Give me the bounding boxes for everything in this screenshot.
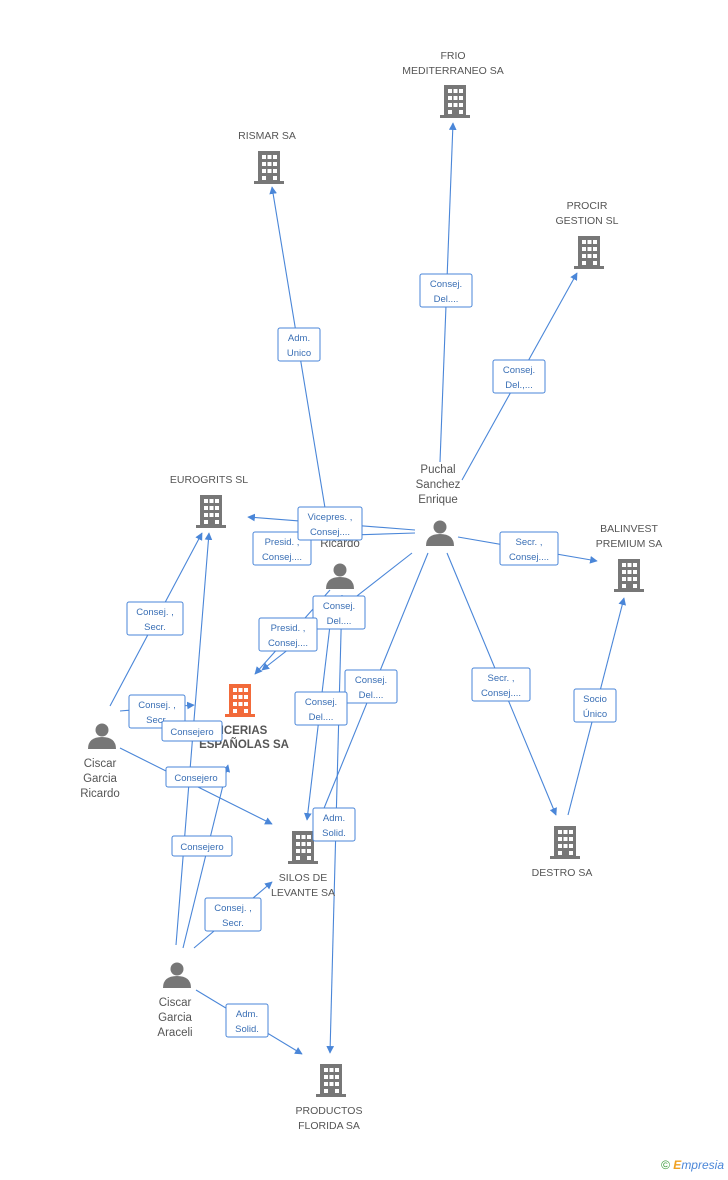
edge-label-line2: Unico	[287, 348, 311, 359]
company-destro[interactable]: DESTRO SA	[532, 826, 593, 879]
company-label-line2: LEVANTE SA	[271, 887, 335, 899]
company-label: DESTRO SA	[532, 867, 593, 879]
edge-label-line1: Consej. ,	[138, 700, 176, 711]
brand-logo: Empresia	[673, 1158, 724, 1172]
person-label: Ricardo	[320, 538, 360, 550]
edge-label-line2: Consej....	[310, 527, 350, 538]
edge-label-line1: Adm.	[323, 813, 345, 824]
company-label: EUROGRITS SL	[170, 474, 248, 486]
edge-label-line2: Del.,...	[505, 380, 532, 391]
edge-label[interactable]: Vicepres. , Consej....	[297, 506, 363, 541]
person-puchal[interactable]: Puchal Sanchez Enrique	[416, 464, 461, 546]
edge-label-line2: Consej....	[262, 552, 302, 563]
person-ciscar-ricardo[interactable]: Ciscar Garcia Ricardo	[80, 723, 120, 801]
edge-label-line1: Consej. ,	[214, 903, 252, 914]
edge-label-line1: Adm.	[236, 1009, 258, 1020]
company-label-line2: ESPAÑOLAS SA	[199, 738, 289, 751]
edge-label-line1: Secr. ,	[516, 537, 543, 548]
company-label-line1: ICERIAS	[221, 725, 268, 737]
company-procir[interactable]: PROCIR GESTION SL	[555, 200, 619, 269]
company-productos[interactable]: PRODUCTOS FLORIDA SA	[296, 1064, 363, 1132]
edge-label[interactable]: Consej. Del....	[419, 273, 473, 308]
edge-label[interactable]: Consej. Del.,...	[492, 359, 546, 394]
company-label-line2: PREMIUM SA	[596, 538, 663, 550]
footer-brand: © Empresia	[661, 1158, 724, 1172]
edge-label[interactable]: Adm. Solid.	[312, 807, 356, 842]
edge-label[interactable]: Socio Único	[573, 688, 617, 723]
edge-label-line2: Del....	[434, 294, 459, 305]
edge-label[interactable]: Consejero	[165, 766, 227, 788]
edge-label[interactable]: Consej. Del....	[312, 595, 366, 630]
person-ciscar-araceli[interactable]: Ciscar Garcia Araceli	[157, 962, 193, 1040]
person-label-line3: Ricardo	[80, 788, 120, 800]
edge-label-line1: Consej.	[503, 365, 535, 376]
edge-label-line1: Socio	[583, 694, 607, 705]
person-label-line3: Araceli	[157, 1027, 192, 1039]
company-balinvest[interactable]: BALINVEST PREMIUM SA	[596, 523, 663, 592]
edge-label-line2: Consej....	[509, 552, 549, 563]
edge-label-line2: Único	[583, 709, 607, 720]
company-label-line1: PROCIR	[567, 200, 608, 212]
company-label-line1: BALINVEST	[600, 523, 658, 535]
edge-label[interactable]: Secr. , Consej....	[471, 667, 531, 702]
edge-label-line1: Vicepres. ,	[308, 512, 353, 523]
person-label-line2: Garcia	[83, 773, 117, 785]
copyright-icon: ©	[661, 1158, 670, 1172]
company-label-line1: SILOS DE	[279, 872, 327, 884]
company-frio[interactable]: FRIO MEDITERRANEO SA	[402, 50, 504, 118]
company-eurogrits[interactable]: EUROGRITS SL	[170, 474, 248, 528]
edge-label-line1: Adm.	[288, 333, 310, 344]
edge-label-line1: Consej.	[355, 675, 387, 686]
edge-label[interactable]: Adm. Unico	[277, 327, 321, 362]
edge-label-line2: Del....	[359, 690, 384, 701]
person-label-line2: Garcia	[158, 1012, 192, 1024]
edge-label-line1: Consej.	[305, 697, 337, 708]
company-rismar[interactable]: RISMAR SA	[238, 130, 296, 184]
edge-label-text: Consejero	[180, 842, 223, 853]
edge-label-line2: Consej....	[481, 688, 521, 699]
company-label-line2: GESTION SL	[555, 215, 618, 227]
person-ricardo2[interactable]: Ricardo	[320, 538, 360, 589]
edge-label-line1: Secr. ,	[488, 673, 515, 684]
edge-label-line2: Consej....	[268, 638, 308, 649]
edge-label[interactable]: Consejero	[171, 835, 233, 857]
edge-label[interactable]: Consej. , Secr.	[204, 897, 262, 932]
company-silos[interactable]: SILOS DE LEVANTE SA	[271, 831, 335, 899]
edge-label-text: Consejero	[174, 773, 217, 784]
edge-label-line1: Consej. ,	[136, 607, 174, 618]
edge-label[interactable]: Consej. Del....	[294, 691, 348, 726]
edge-label[interactable]: Presid. , Consej....	[252, 531, 312, 566]
company-main[interactable]: ICERIAS ESPAÑOLAS SA	[199, 684, 289, 751]
edge-label-line1: Consej.	[430, 279, 462, 290]
edge-label-line2: Solid.	[235, 1024, 259, 1035]
company-label-line1: PRODUCTOS	[296, 1105, 363, 1117]
company-label: RISMAR SA	[238, 130, 296, 142]
person-label-line3: Enrique	[418, 494, 458, 506]
edge-label-line2: Del....	[309, 712, 334, 723]
edge-label-text: Consejero	[170, 727, 213, 738]
edge-label[interactable]: Adm. Solid.	[225, 1003, 269, 1038]
company-label-line1: FRIO	[440, 50, 465, 62]
person-label-line1: Ciscar	[84, 758, 117, 770]
edge-label[interactable]: Consej. , Secr.	[126, 601, 184, 636]
edge-label[interactable]: Consej. , Secr.	[128, 694, 186, 729]
edge-label[interactable]: Presid. , Consej....	[258, 617, 318, 652]
edge-label-line1: Presid. ,	[271, 623, 306, 634]
edge-label-line1: Presid. ,	[265, 537, 300, 548]
edge-label-line2: Solid.	[322, 828, 346, 839]
edge-label-line2: Secr.	[222, 918, 244, 929]
company-label-line2: FLORIDA SA	[298, 1120, 360, 1132]
person-label-line1: Ciscar	[159, 997, 192, 1009]
edge-label-line1: Consej.	[323, 601, 355, 612]
edge-label[interactable]: Consej. Del....	[344, 669, 398, 704]
edge-label-line2: Del....	[327, 616, 352, 627]
edge-label-line2: Secr.	[146, 715, 168, 726]
edge-label[interactable]: Secr. , Consej....	[499, 531, 559, 566]
company-label-line2: MEDITERRANEO SA	[402, 65, 504, 77]
person-label-line2: Sanchez	[416, 479, 461, 491]
edge-label[interactable]: Consejero	[161, 720, 223, 742]
person-label-line1: Puchal	[420, 464, 455, 476]
edge-label-line2: Secr.	[144, 622, 166, 633]
